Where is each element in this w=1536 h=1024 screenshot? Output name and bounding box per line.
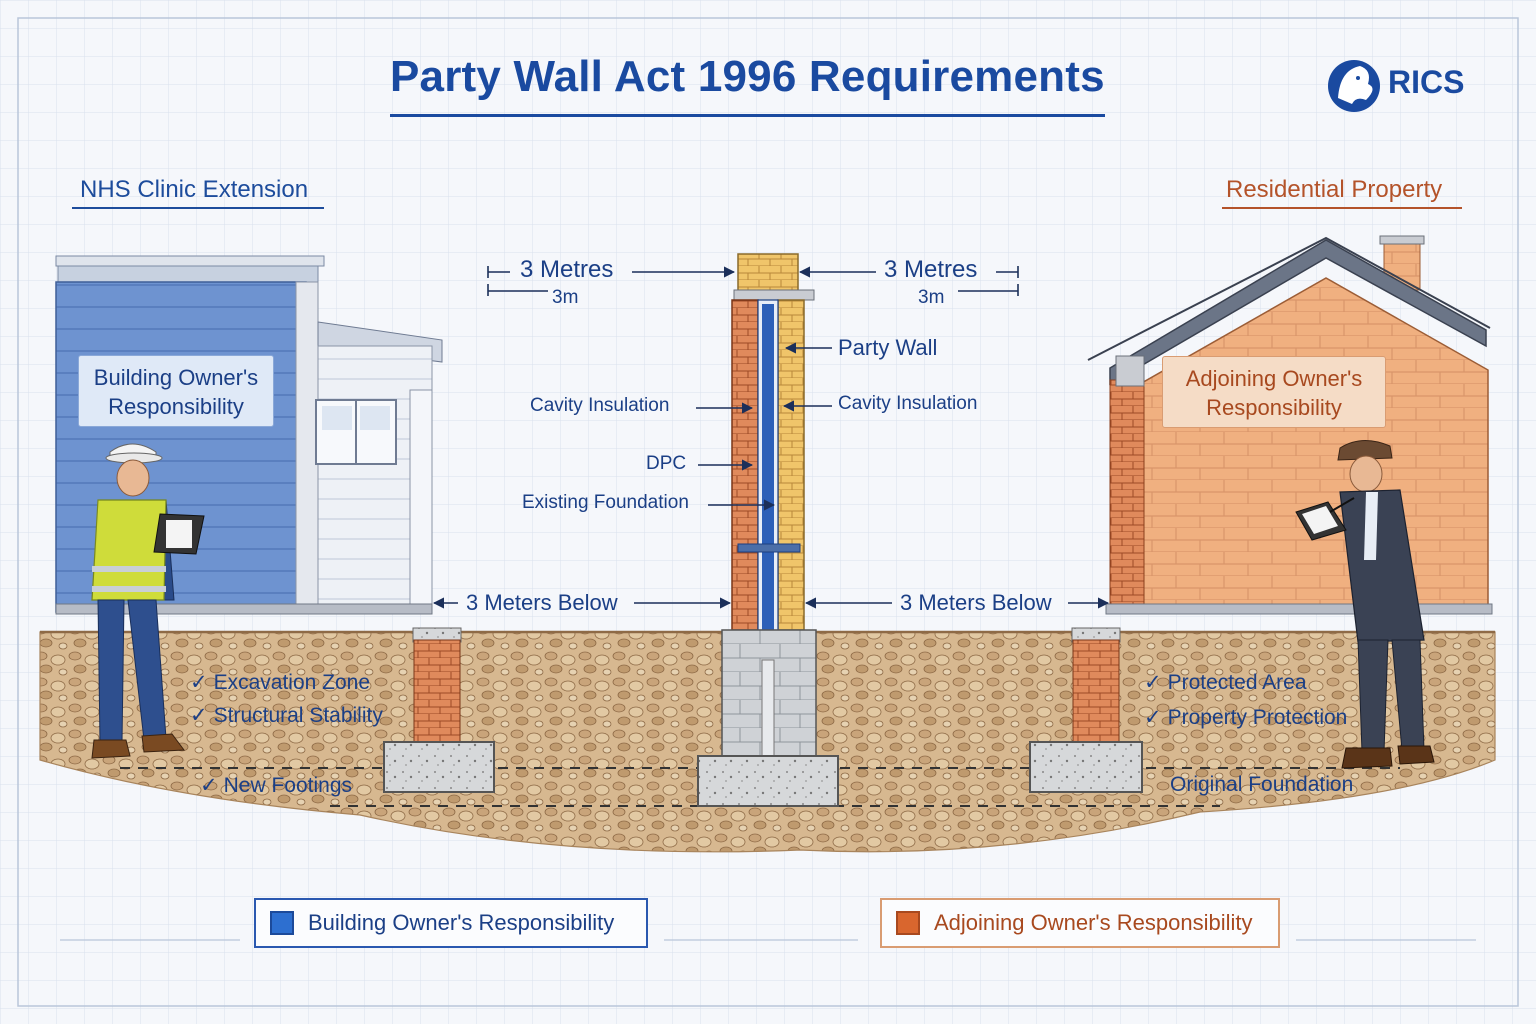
checklist-label: Excavation Zone xyxy=(213,671,371,694)
cavity-insulation-left-label: Cavity Insulation xyxy=(530,395,670,416)
page-title: Party Wall Act 1996 Requirements xyxy=(390,52,1105,101)
legend-adjoining-owner-label: Adjoining Owner's Responsibility xyxy=(934,910,1253,935)
checkmark-icon: ✓ xyxy=(200,774,218,797)
dpc-label: DPC xyxy=(646,453,687,474)
left-label-underline xyxy=(72,207,324,209)
checklist-label: New Footings xyxy=(223,774,352,797)
rics-logo-text: RICS xyxy=(1388,64,1465,100)
checklist-label: Protected Area xyxy=(1167,671,1307,694)
checklist-label: Property Protection xyxy=(1167,706,1348,729)
party-wall-label: Party Wall xyxy=(838,335,938,360)
right-label-underline xyxy=(1222,207,1462,209)
left-property-label: NHS Clinic Extension xyxy=(80,176,309,203)
checklist-item: ✓Protected Area xyxy=(1144,670,1307,695)
right-property-label: Residential Property xyxy=(1226,176,1443,203)
existing-foundation-label: Existing Foundation xyxy=(522,492,689,513)
site-engineer-figure xyxy=(91,443,205,759)
right-distance-label: 3 Metres xyxy=(884,256,978,283)
right-below-label: 3 Meters Below xyxy=(900,590,1052,615)
legend-building-owner: Building Owner's Responsibility xyxy=(254,898,648,948)
party-wall-section xyxy=(697,253,839,807)
cavity-insulation-right-label: Cavity Insulation xyxy=(838,393,978,414)
adjoining-owner-box: Adjoining Owner's Responsibility xyxy=(1162,356,1386,428)
checklist-item: ✓New Footings xyxy=(200,773,352,798)
legend-building-owner-label: Building Owner's Responsibility xyxy=(308,910,615,935)
title-underline xyxy=(390,114,1105,117)
checkmark-icon: ✓ xyxy=(1144,706,1162,729)
legend-adjoining-owner: Adjoining Owner's Responsibility xyxy=(880,898,1280,948)
surveyor-figure xyxy=(1295,440,1435,769)
original-foundation-label: Original Foundation xyxy=(1170,773,1354,796)
checklist-item: ✓Excavation Zone xyxy=(190,670,370,695)
right-distance-sub: 3m xyxy=(918,287,945,308)
left-boundary-footing xyxy=(383,627,495,793)
checklist-item: ✓Property Protection xyxy=(1144,705,1347,730)
left-distance-sub: 3m xyxy=(552,287,579,308)
left-below-label: 3 Meters Below xyxy=(466,590,618,615)
right-boundary-footing xyxy=(1029,627,1143,793)
orange-swatch-icon xyxy=(896,911,920,935)
left-distance-label: 3 Metres xyxy=(520,256,614,283)
checklist-label: Structural Stability xyxy=(213,704,383,727)
checkmark-icon: ✓ xyxy=(190,671,208,694)
checklist-item: ✓Structural Stability xyxy=(190,703,383,728)
checkmark-icon: ✓ xyxy=(190,704,208,727)
rics-lion-icon xyxy=(1328,60,1380,112)
dimension-arrows xyxy=(432,266,1110,609)
blue-swatch-icon xyxy=(270,911,294,935)
building-owner-box: Building Owner's Responsibility xyxy=(78,355,274,427)
checkmark-icon: ✓ xyxy=(1144,671,1162,694)
nhs-clinic-building xyxy=(55,255,443,615)
